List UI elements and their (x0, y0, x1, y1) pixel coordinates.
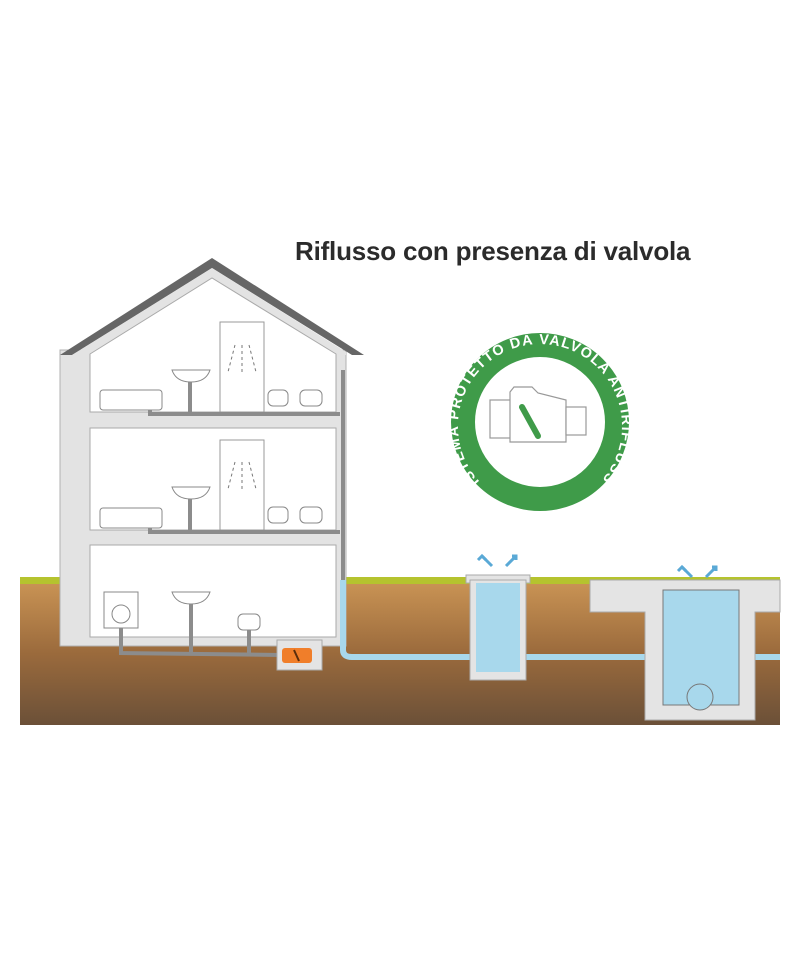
water-pipe (340, 580, 780, 660)
diagram-title: Riflusso con presenza di valvola (295, 236, 691, 266)
septic-chamber (589, 579, 781, 721)
air-arrows-icon (476, 553, 718, 579)
backflow-valve (282, 648, 312, 663)
valve-icon (489, 386, 587, 443)
grass-line (20, 577, 780, 584)
house (59, 258, 364, 657)
inspection-manhole (465, 574, 531, 681)
